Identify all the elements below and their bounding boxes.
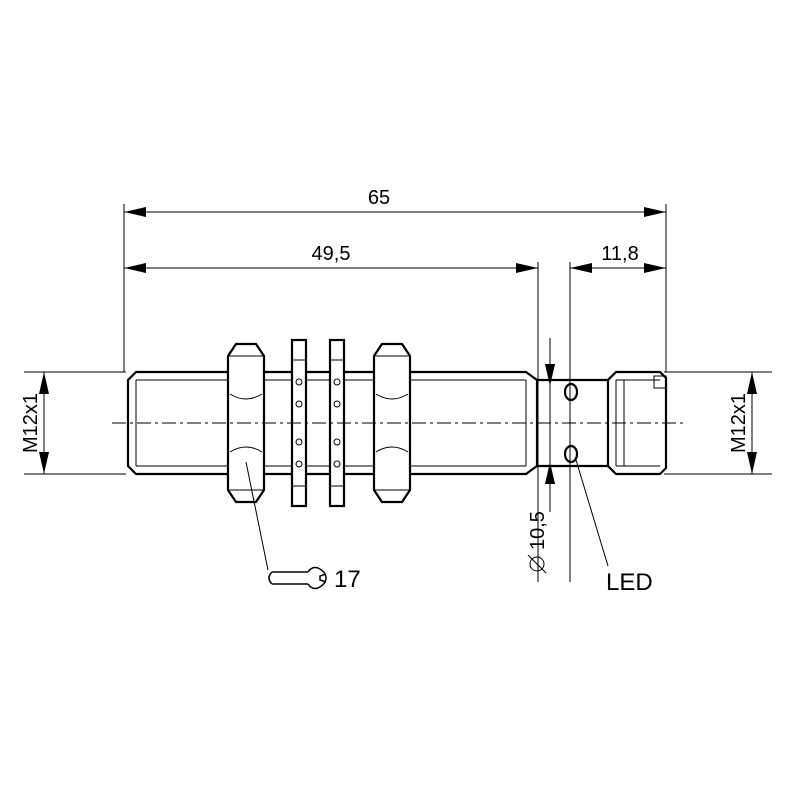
led-leader-line — [575, 459, 609, 567]
led-windows — [563, 382, 579, 464]
connector-key — [653, 375, 667, 389]
dimension-diameter: 10,5 — [527, 338, 555, 574]
dimension-overall-length: 65 — [124, 187, 666, 217]
sensor-neck — [537, 378, 608, 468]
led-callout: LED — [575, 459, 653, 596]
dimension-thread-length: 49,5 — [124, 243, 538, 273]
dimension-head-length: 11,8 — [570, 243, 666, 273]
overall-length-label: 65 — [368, 187, 390, 209]
wrench-size-label: 17 — [334, 566, 361, 593]
led-window-top — [563, 382, 579, 402]
diameter-symbol-icon — [529, 556, 545, 572]
dimension-thread-right: M12x1 — [728, 372, 757, 474]
thread-left-label: M12x1 — [20, 393, 42, 453]
led-window-bottom — [563, 444, 579, 464]
wrench-icon — [268, 566, 327, 590]
thread-length-label: 49,5 — [312, 243, 351, 265]
diameter-value-label: 10,5 — [527, 511, 549, 550]
thread-right-label: M12x1 — [728, 393, 750, 453]
dimension-thread-left: M12x1 — [20, 372, 49, 474]
led-label: LED — [606, 569, 653, 596]
wrench-leader-line — [245, 461, 269, 571]
head-length-label: 11,8 — [601, 243, 638, 265]
wrench-callout: 17 — [245, 461, 361, 593]
